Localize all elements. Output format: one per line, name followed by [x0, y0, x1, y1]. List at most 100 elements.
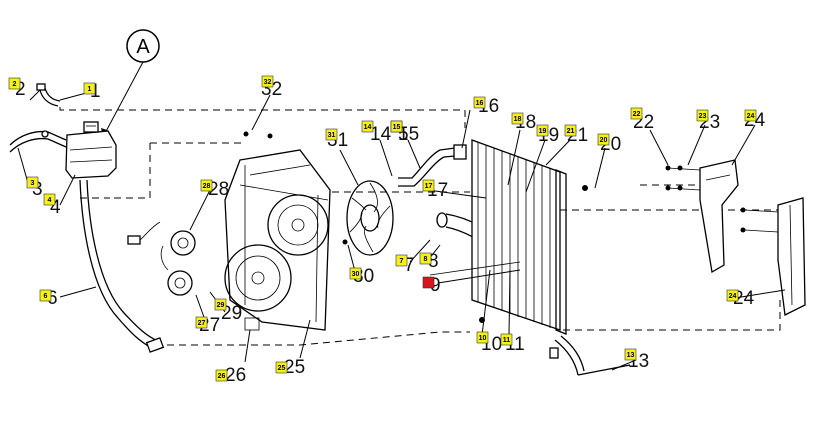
part-tag-3[interactable]: 3 — [26, 176, 39, 189]
part-tag-20[interactable]: 20 — [597, 133, 610, 146]
part-tag-box[interactable] — [726, 289, 739, 302]
part-tag-text[interactable]: 17 — [425, 183, 433, 190]
part-tag-box[interactable] — [83, 82, 96, 95]
part-tag-text[interactable]: 11 — [503, 337, 511, 344]
part-tag-text[interactable]: 22 — [633, 111, 641, 118]
part-tag-box[interactable] — [214, 298, 227, 311]
part-tag-9[interactable] — [422, 276, 435, 289]
part-tag-box[interactable] — [361, 120, 374, 133]
part-tag-text[interactable]: 25 — [278, 365, 286, 372]
part-tag-text[interactable]: 29 — [217, 302, 225, 309]
part-tag-box[interactable] — [275, 361, 288, 374]
part-tag-box[interactable] — [473, 96, 486, 109]
part-tag-15[interactable]: 15 — [390, 120, 403, 133]
part-tag-1[interactable]: 1 — [83, 82, 96, 95]
part-tag-24b[interactable]: 24 — [726, 289, 739, 302]
part-tag-text[interactable]: 28 — [203, 183, 211, 190]
part-tag-text[interactable]: 24 — [747, 113, 755, 120]
part-tag-23[interactable]: 23 — [696, 109, 709, 122]
part-tag-box[interactable] — [395, 254, 408, 267]
part-tag-box[interactable] — [744, 109, 757, 122]
part-tag-box[interactable] — [630, 107, 643, 120]
part-tag-text[interactable]: 32 — [264, 79, 272, 86]
part-tag-text[interactable]: 4 — [48, 197, 52, 204]
part-tag-text[interactable]: 8 — [424, 256, 428, 263]
part-tag-box[interactable] — [500, 333, 513, 346]
part-tag-2[interactable]: 2 — [8, 77, 21, 90]
part-tag-25[interactable]: 25 — [275, 361, 288, 374]
part-tag-text[interactable]: 20 — [600, 137, 608, 144]
part-tag-text[interactable]: 26 — [218, 373, 226, 380]
part-tag-text[interactable]: 6 — [44, 293, 48, 300]
part-tag-text[interactable]: 23 — [699, 113, 707, 120]
part-tag-16[interactable]: 16 — [473, 96, 486, 109]
part-tag-box[interactable] — [422, 276, 435, 289]
part-tag-11[interactable]: 11 — [500, 333, 513, 346]
part-tag-17[interactable]: 17 — [422, 179, 435, 192]
part-tag-13[interactable]: 13 — [624, 348, 637, 361]
part-labels: 1122334455667788910101111131314141515161… — [8, 75, 766, 386]
part-tag-10[interactable]: 10 — [476, 331, 489, 344]
part-tag-text[interactable]: 15 — [393, 124, 401, 131]
part-tag-box[interactable] — [8, 77, 21, 90]
part-tag-22[interactable]: 22 — [630, 107, 643, 120]
part-tag-box[interactable] — [419, 252, 432, 265]
part-tag-18[interactable]: 18 — [511, 112, 524, 125]
part-tag-text[interactable]: 24 — [729, 293, 737, 300]
part-tag-box[interactable] — [390, 120, 403, 133]
part-tag-box[interactable] — [325, 128, 338, 141]
part-tag-text[interactable]: 31 — [328, 132, 336, 139]
part-tag-box[interactable] — [261, 75, 274, 88]
part-tag-box[interactable] — [422, 179, 435, 192]
part-tag-27[interactable]: 27 — [195, 316, 208, 329]
part-tag-box[interactable] — [564, 124, 577, 137]
part-tag-box[interactable] — [200, 179, 213, 192]
part-tag-24a[interactable]: 24 — [744, 109, 757, 122]
part-tag-box[interactable] — [215, 369, 228, 382]
part-tag-box[interactable] — [349, 267, 362, 280]
part-tag-text[interactable]: 27 — [198, 320, 206, 327]
part-tag-box[interactable] — [26, 176, 39, 189]
part-tag-text[interactable]: 30 — [352, 271, 360, 278]
part-tag-text[interactable]: 16 — [476, 100, 484, 107]
part-tag-text[interactable]: 10 — [479, 335, 487, 342]
part-tag-30[interactable]: 30 — [349, 267, 362, 280]
part-tag-14[interactable]: 14 — [361, 120, 374, 133]
part-tag-4[interactable]: 4 — [43, 193, 56, 206]
part-tag-text[interactable]: 3 — [31, 180, 35, 187]
part-tag-text[interactable]: 7 — [400, 258, 404, 265]
part-tag-text[interactable]: 21 — [567, 128, 575, 135]
part-tag-box[interactable] — [195, 316, 208, 329]
part-tag-7[interactable]: 7 — [395, 254, 408, 267]
part-tag-text[interactable]: 13 — [627, 352, 635, 359]
part-tag-box[interactable] — [39, 289, 52, 302]
part-tag-8[interactable]: 8 — [419, 252, 432, 265]
part-tag-6[interactable]: 6 — [39, 289, 52, 302]
part-tag-28[interactable]: 28 — [200, 179, 213, 192]
part-tag-text[interactable]: 18 — [514, 116, 522, 123]
part-tag-text[interactable]: 19 — [539, 128, 547, 135]
part-tag-19[interactable]: 19 — [536, 124, 549, 137]
part-tag-box[interactable] — [43, 193, 56, 206]
part-tag-box[interactable] — [696, 109, 709, 122]
part-tag-31[interactable]: 31 — [325, 128, 338, 141]
part-tag-box[interactable] — [476, 331, 489, 344]
part-tag-box[interactable] — [624, 348, 637, 361]
callout-a-letter: A — [136, 36, 150, 58]
part-tag-box[interactable] — [597, 133, 610, 146]
part-tag-29[interactable]: 29 — [214, 298, 227, 311]
part-tag-32[interactable]: 32 — [261, 75, 274, 88]
part-tag-text[interactable]: 2 — [13, 81, 17, 88]
part-tag-text[interactable]: 14 — [364, 124, 372, 131]
part-tag-26[interactable]: 26 — [215, 369, 228, 382]
part-tag-box[interactable] — [511, 112, 524, 125]
part-tag-box[interactable] — [536, 124, 549, 137]
part-tag-21[interactable]: 21 — [564, 124, 577, 137]
part-tag-text[interactable]: 1 — [88, 86, 92, 93]
